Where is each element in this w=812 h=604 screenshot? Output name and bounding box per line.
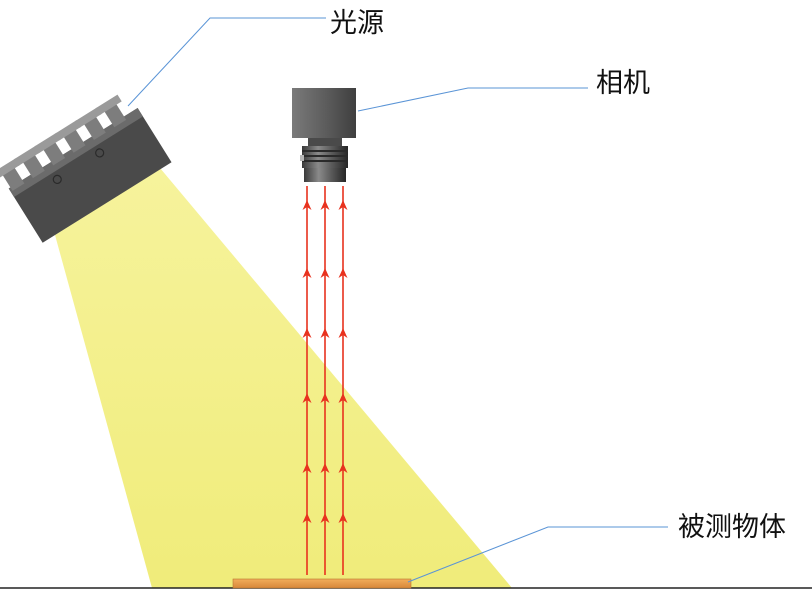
leader-line-object [407, 526, 668, 583]
ray-arrow-icon [338, 200, 348, 210]
ray-arrow-icon [320, 328, 330, 338]
leader-line-light-source [127, 17, 326, 107]
reflected-rays [302, 186, 348, 575]
ray-arrow-icon [320, 200, 330, 210]
ray-arrow-icon [320, 463, 330, 473]
ray-arrow-icon [302, 200, 312, 210]
ray-arrow-icon [302, 393, 312, 403]
ray-arrow-icon [338, 268, 348, 278]
industrial-camera-icon [292, 88, 356, 182]
object-label: 被测物体 [678, 512, 786, 543]
ray-arrow-icon [302, 513, 312, 523]
leader-line-camera [357, 87, 588, 112]
ray-arrow-icon [302, 463, 312, 473]
camera-label: 相机 [596, 68, 650, 99]
ray-arrow-icon [320, 513, 330, 523]
ray-arrow-icon [338, 463, 348, 473]
light-source-icon [0, 94, 172, 243]
ray-arrow-icon [338, 328, 348, 338]
ray-arrow-icon [320, 393, 330, 403]
light-beam [55, 168, 512, 588]
ray-arrow-icon [320, 268, 330, 278]
test-object [232, 578, 412, 589]
ray-arrow-icon [338, 513, 348, 523]
ray-arrow-icon [302, 268, 312, 278]
ray-arrow-icon [302, 328, 312, 338]
ray-arrow-icon [338, 393, 348, 403]
light-source-label: 光源 [330, 8, 384, 39]
